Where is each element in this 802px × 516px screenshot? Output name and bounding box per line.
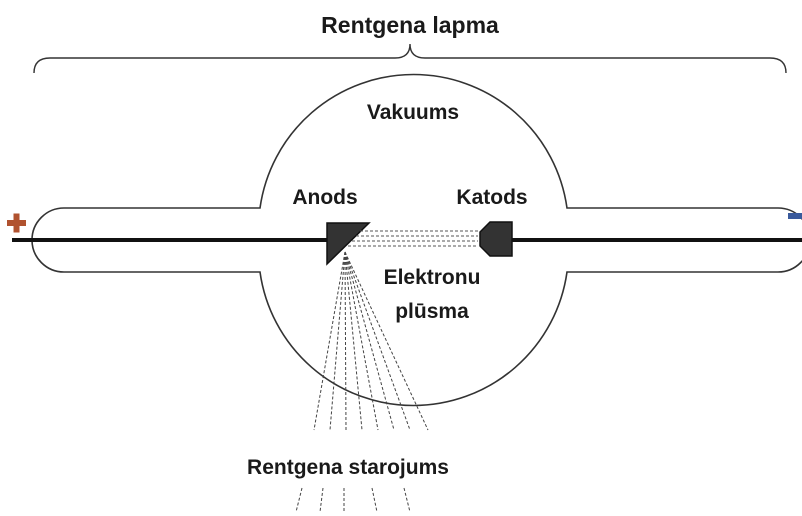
- xray-label: Rentgena starojums: [247, 456, 449, 479]
- positive-terminal-icon: [7, 213, 26, 233]
- cathode-label: Katods: [456, 186, 527, 209]
- cathode: [479, 221, 513, 257]
- electron-flow-label-line2: plūsma: [395, 300, 469, 323]
- xray-rays: [295, 251, 429, 513]
- electron-beam: [348, 230, 478, 247]
- vacuum-label: Vakuums: [367, 101, 459, 124]
- anode-label: Anods: [292, 186, 357, 209]
- tube-envelope: [31, 73, 802, 407]
- diagram-title: Rentgena lapma: [321, 12, 499, 38]
- title-brace: [33, 43, 787, 74]
- electron-flow-label-line1: Elektronu: [384, 266, 481, 289]
- anode-target: [326, 222, 371, 266]
- negative-terminal-icon: [788, 213, 802, 219]
